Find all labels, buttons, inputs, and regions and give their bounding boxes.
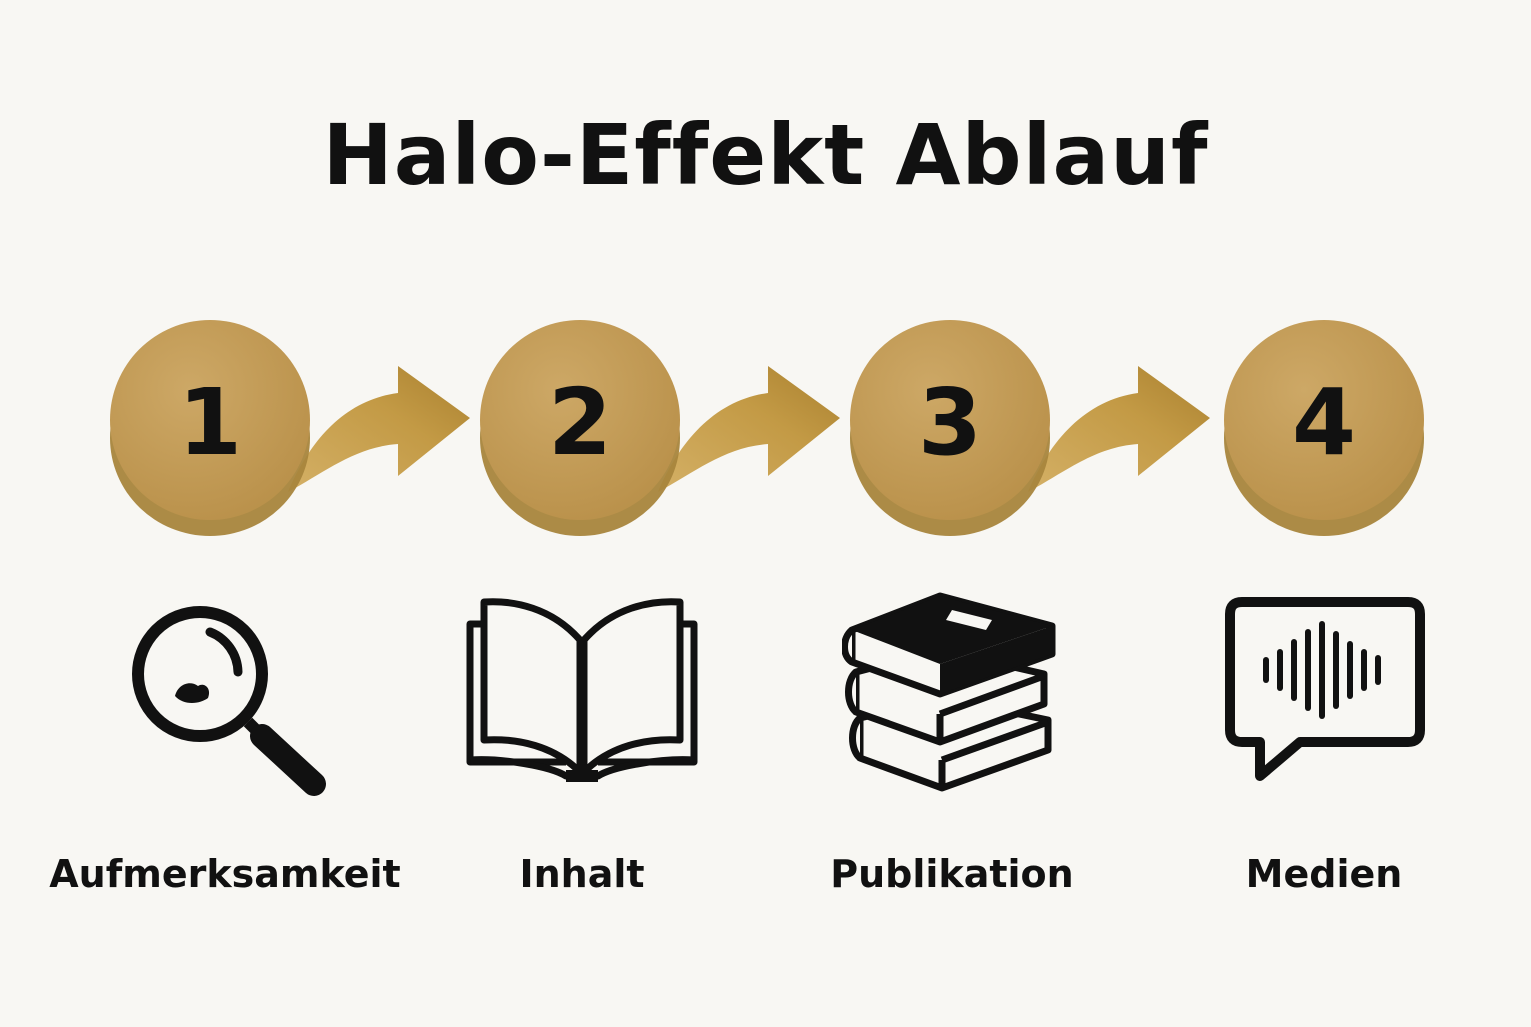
book-stack-icon (842, 592, 1056, 792)
diagram-title: Halo-Effekt Ablauf (322, 106, 1209, 204)
step-number-2: 2 (548, 369, 612, 476)
speech-bubble-audio-icon (1225, 597, 1425, 781)
open-book-icon (466, 598, 698, 782)
step-label-2: Inhalt (519, 852, 645, 896)
flow-arrow-1-to-2 (288, 366, 470, 492)
step-label-4: Medien (1245, 852, 1403, 896)
step-circle-4: 4 (1224, 320, 1424, 536)
step-circle-2: 2 (480, 320, 680, 536)
flow-arrow-2-to-3 (658, 366, 840, 492)
step-circle-1: 1 (110, 320, 310, 536)
flow-arrow-3-to-4 (1028, 366, 1210, 492)
step-label-3: Publikation (830, 852, 1074, 896)
step-number-1: 1 (178, 369, 242, 476)
step-number-3: 3 (918, 369, 982, 476)
step-circle-3: 3 (850, 320, 1050, 536)
step-number-4: 4 (1292, 369, 1356, 476)
step-label-1: Aufmerksamkeit (49, 852, 401, 896)
magnifying-glass-icon (132, 606, 326, 796)
process-flow: 1 2 3 4 (110, 320, 1424, 536)
